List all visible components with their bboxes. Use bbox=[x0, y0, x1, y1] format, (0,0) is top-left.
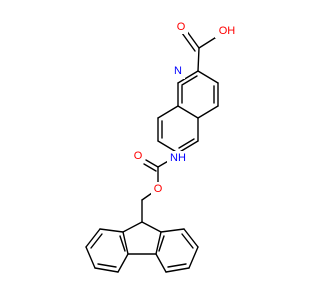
atom-nh-amide: NH bbox=[170, 152, 186, 164]
bond-c-o-double-a bbox=[185, 29, 200, 49]
bond-left-2 bbox=[85, 228, 101, 248]
bond-n1-c2 bbox=[177, 70, 199, 84]
bond-c9-c9a bbox=[122, 221, 143, 233]
bond-right-2-inner bbox=[181, 233, 194, 249]
bond-c-o-carbonyl-b bbox=[143, 163, 157, 172]
bond-c8a-c8 bbox=[157, 105, 179, 119]
bond-c4-c4a bbox=[197, 105, 219, 119]
bond-c9-c8a bbox=[141, 221, 162, 233]
bond-left-4-inner bbox=[97, 263, 117, 268]
bond-right-3 bbox=[188, 246, 199, 269]
quinoline-benzene-ring bbox=[157, 105, 199, 154]
bond-right-4-inner bbox=[167, 263, 187, 268]
bond-c4a-c8a bbox=[177, 105, 199, 119]
bond-right-1 bbox=[160, 228, 185, 233]
carboxylic-acid-group bbox=[181, 29, 219, 72]
bond-right-5 bbox=[155, 253, 167, 273]
bond-c9a-c4a bbox=[122, 231, 129, 255]
atom-oh-hydroxyl: OH bbox=[219, 25, 236, 37]
molecule-canvas: O OH N NH O O bbox=[85, 20, 239, 273]
bond-left-4 bbox=[94, 267, 119, 273]
bond-right-6-inner bbox=[158, 235, 165, 252]
atom-labels: O OH N NH O O bbox=[131, 20, 239, 196]
bond-left-5 bbox=[117, 253, 129, 273]
structure-diagram: O OH N NH O O bbox=[85, 20, 239, 273]
bond-right-4 bbox=[165, 267, 190, 273]
bond-c-o-double-b bbox=[181, 32, 196, 52]
bond-left-1 bbox=[99, 228, 124, 233]
bond-c2-c3 bbox=[197, 70, 219, 84]
bond-o-ch2 bbox=[141, 192, 153, 201]
bond-left-2-inner bbox=[90, 233, 103, 249]
atom-o-acid-carbonyl: O bbox=[177, 21, 186, 33]
bond-right-2 bbox=[183, 228, 199, 248]
bond-c6-c5-inner bbox=[178, 138, 195, 149]
bond-c-oh bbox=[198, 35, 219, 49]
bond-left-3 bbox=[85, 246, 96, 269]
bond-left-6-inner bbox=[119, 235, 126, 252]
atom-n-quinoline: N bbox=[174, 65, 182, 77]
atom-o-ester: O bbox=[154, 183, 163, 195]
quinoline-pyridine-ring bbox=[177, 70, 219, 119]
bond-c2-cooh bbox=[197, 47, 200, 72]
atom-o-carbamate-carbonyl: O bbox=[134, 150, 143, 162]
fluorene-group bbox=[85, 221, 199, 273]
bond-n1-c2-inner bbox=[181, 75, 198, 86]
bond-c8a-c4b bbox=[155, 231, 162, 255]
bond-c-o-carbonyl-a bbox=[145, 159, 159, 168]
